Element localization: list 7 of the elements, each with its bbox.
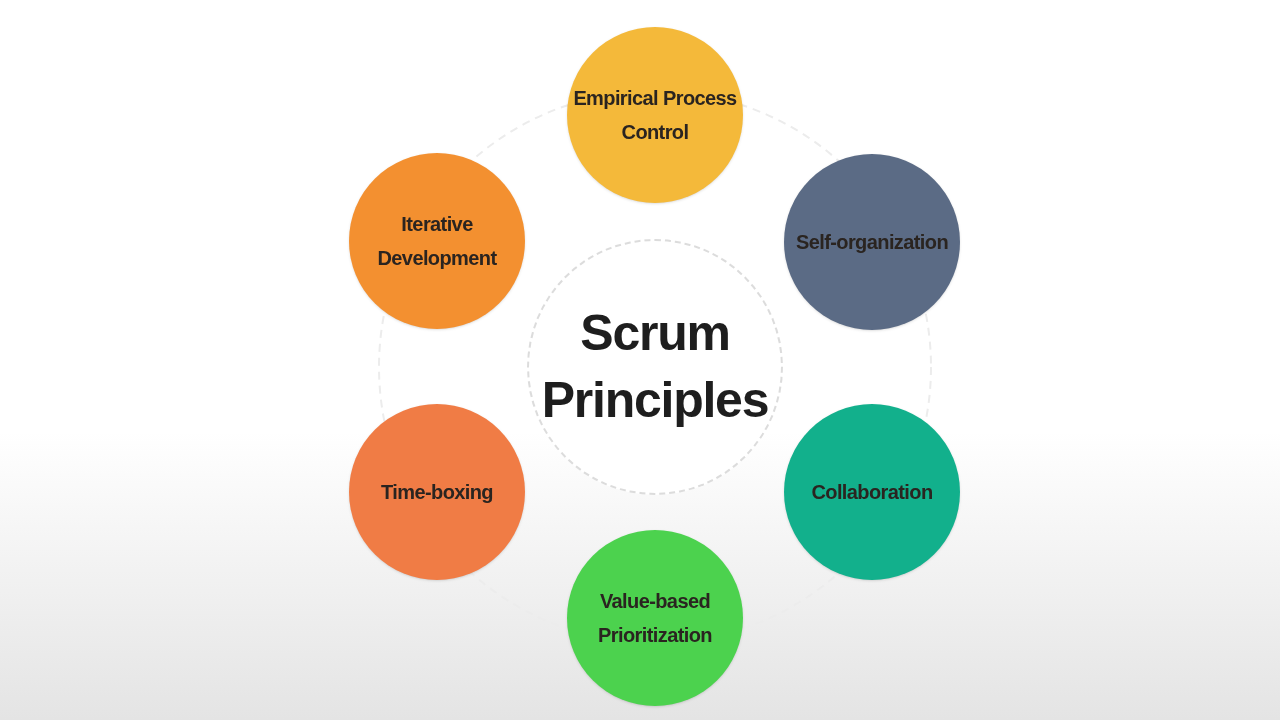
principle-label: Self-organization <box>795 230 949 255</box>
principle-label: Collaboration <box>810 480 934 505</box>
principle-label: Value-based Prioritization <box>597 589 713 648</box>
principle-label: Time-boxing <box>380 480 494 505</box>
center-label: Scrum Principles <box>540 303 770 430</box>
principle-label: Empirical Process Control <box>572 86 738 145</box>
principle-label: Iterative Development <box>376 212 498 271</box>
